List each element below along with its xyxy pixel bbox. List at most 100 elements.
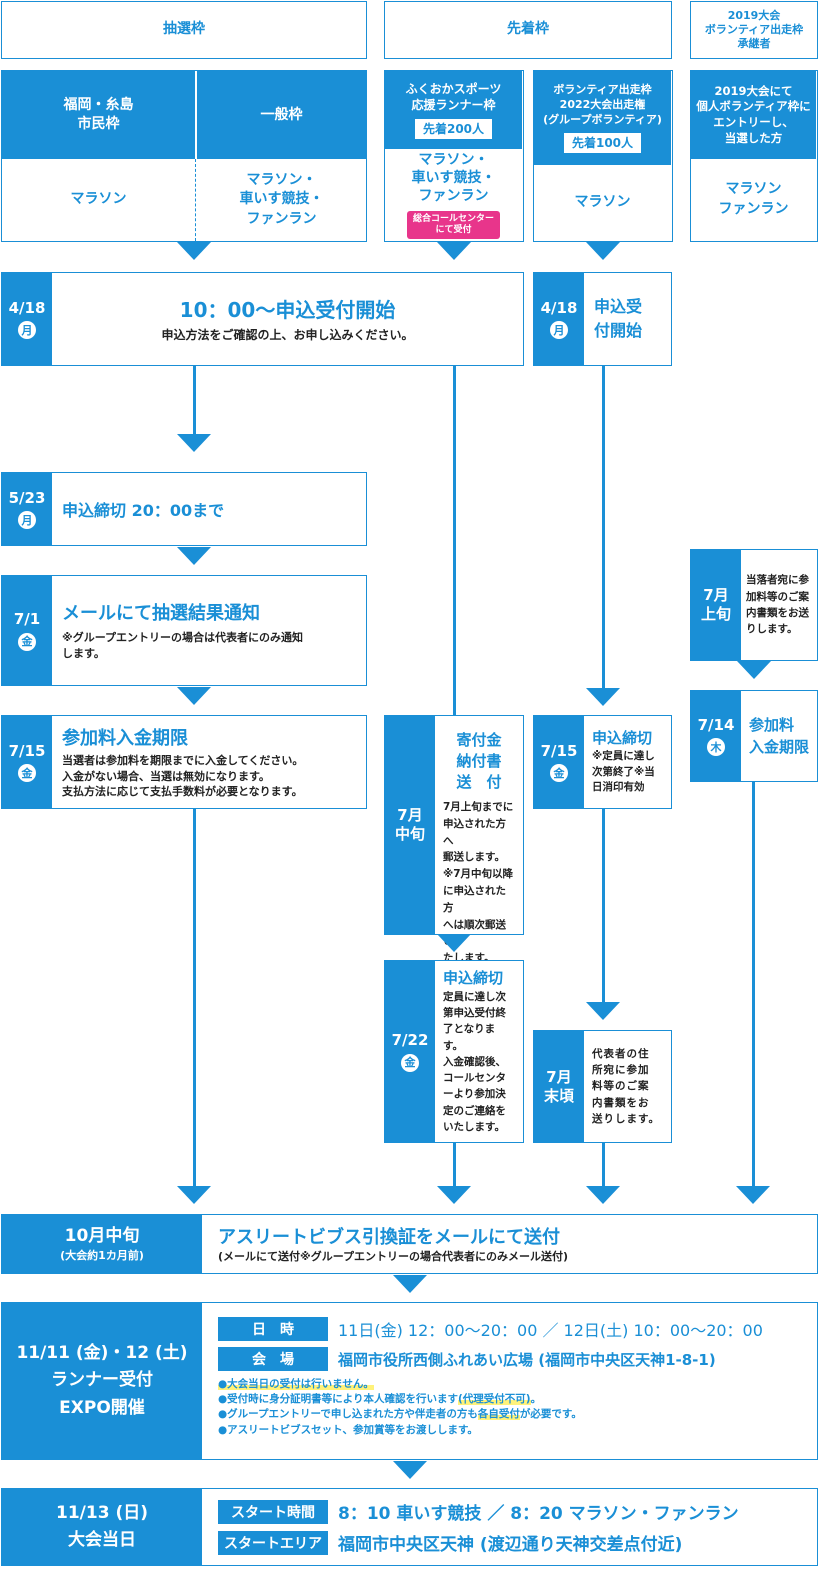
step-date: 4/18 月 — [534, 273, 584, 365]
arrow-down — [177, 434, 211, 452]
category-volunteer-2022: ボランティア出走枠 2022大会出走権 (グループボランティア) 先着100人 — [534, 71, 671, 165]
step-title: 申込受 付開始 — [594, 297, 643, 340]
time-label: 日 時 — [218, 1317, 328, 1341]
category-fukuoka-itoshima: 福岡・糸島 市民枠 — [2, 71, 195, 159]
arrow-down — [586, 688, 620, 706]
time-value: 11日(金) 12：00～20：00 ／ 12日(土) 10：00～20：00 — [338, 1321, 763, 1340]
bullet-highlight: 各自受付 — [477, 1408, 520, 1421]
arrow-down — [437, 242, 471, 260]
expo-bullet: ●受付時に身分証明書等により本人確認を行います(代理受付不可)。 — [218, 1392, 801, 1407]
arrow-down — [177, 1186, 211, 1204]
connector-line — [453, 1143, 456, 1186]
fukuoka-sports-body: マラソン・ 車いす競技・ ファンラン 総合コールセンター にて受付 — [385, 149, 522, 241]
step-body: 申込受 付開始 — [584, 273, 671, 365]
connector-line — [602, 1143, 605, 1186]
step-date: 11/11 (金)・12 (土) ランナー受付 EXPO開催 — [2, 1303, 202, 1459]
arrow-down — [393, 1461, 427, 1479]
step-application-start-volunteer: 4/18 月 申込受 付開始 — [533, 272, 672, 366]
expo-time-row: 日 時 11日(金) 12：00～20：00 ／ 12日(土) 10：00～20… — [218, 1317, 801, 1341]
step-title: 申込締切 — [592, 728, 653, 747]
step-note: (メールにて送付※グループエントリーの場合代表者にのみメール送付) — [218, 1250, 569, 1264]
step-note: 当落者宛に参 加料等のご案 内書類をお送 りします。 — [746, 574, 809, 636]
step-body: 申込締切 ※定員に達し 次第終了※当 日消印有効 — [584, 716, 671, 808]
step-title: メールにて抽選結果通知 — [62, 603, 260, 625]
events-volunteer-2022: マラソン — [574, 194, 631, 211]
step-body: 参加料入金期限 当選者は参加料を期限までに入金してください。 入金がない場合、当… — [52, 716, 366, 808]
date-sub: (大会約1カ月前) — [60, 1248, 144, 1262]
step-lottery-result: 7/1 金 メールにて抽選結果通知 ※グループエントリーの場合は代表者にのみ通知… — [1, 575, 367, 686]
arrow-down — [177, 547, 211, 565]
step-body: 参加料 入金期限 — [741, 691, 817, 781]
category-volunteer-2019: 2019大会にて 個人ボランティア枠に エントリーし、 当選した方 — [691, 71, 816, 159]
start-time-value: 8：10 車いす競技 ／ 8：20 マラソン・ファンラン — [338, 1504, 739, 1524]
step-representative-documents: 7月 末頃 代表者の住 所宛に参加 料等のご案 内書類をお 送りします。 — [533, 1030, 672, 1143]
arrow-down — [393, 1275, 427, 1293]
call-center-note: 総合コールセンター にて受付 — [406, 210, 500, 240]
events-fukuoka-sports: マラソン・ 車いす競技・ ファンラン — [411, 151, 496, 205]
header-first-come: 先着枠 — [384, 1, 672, 59]
weekday-badge: 月 — [550, 321, 568, 340]
category-divider-dashed — [195, 159, 196, 241]
lottery-categories: 福岡・糸島 市民枠 一般枠 マラソン マラソン・ 車いす競技・ ファンラン — [1, 70, 367, 242]
step-body: 10：00～申込受付開始 申込方法をご確認の上、お申し込みください。 — [52, 273, 523, 365]
step-donation-form: 7月 中旬 寄付金 納付書 送 付 7月上旬までに 申込された方へ 郵送します。… — [384, 715, 524, 964]
weekday-badge: 金 — [18, 764, 36, 783]
step-note: 当選者は参加料を期限までに入金してください。 入金がない場合、当選は無効になりま… — [62, 754, 304, 799]
step-date: 11/13 (日) 大会当日 — [2, 1489, 202, 1565]
category-general: 一般枠 — [197, 71, 366, 159]
date-text: 5/23 — [8, 488, 46, 507]
step-application-deadline: 5/23 月 申込締切 20：00まで — [1, 472, 367, 546]
events-general: マラソン・ 車いす競技・ ファンラン — [239, 171, 324, 227]
weekday-badge: 月 — [18, 321, 36, 340]
step-date: 7/14 木 — [691, 691, 741, 781]
step-date: 7月 末頃 — [534, 1031, 584, 1142]
date-text: 10月中旬 — [64, 1225, 140, 1246]
step-note: 代表者の住 所宛に参加 料等のご案 内書類をお 送りします。 — [592, 1047, 660, 1125]
bullet-text: ●受付時に身分証明書等により本人確認を行います — [218, 1393, 458, 1406]
step-date: 7/22 金 — [385, 961, 435, 1142]
expo-bullet: ●グループエントリーで申し込まれた方や伴走者の方も各自受付が必要です。 — [218, 1407, 801, 1422]
step-body: 申込締切 20：00まで — [52, 473, 366, 545]
bullet-text: ●大会当日の受付は行いません。 — [218, 1378, 374, 1390]
arrow-down — [177, 687, 211, 705]
step-application-start: 4/18 月 10：00～申込受付開始 申込方法をご確認の上、お申し込みください… — [1, 272, 524, 366]
step-body: 申込締切 定員に達し次 第申込受付終 了となります。 入金確認後、 コールセンタ… — [435, 961, 523, 1142]
step-expo: 11/11 (金)・12 (土) ランナー受付 EXPO開催 日 時 11日(金… — [1, 1302, 818, 1460]
date-text: 7/14 — [697, 715, 735, 734]
date-text: 4/18 — [540, 298, 578, 317]
step-notice-documents: 7月 上旬 当落者宛に参 加料等のご案 内書類をお送 りします。 — [690, 549, 818, 661]
step-date: 4/18 月 — [2, 273, 52, 365]
venue-label: 会 場 — [218, 1347, 328, 1371]
start-area-row: スタートエリア 福岡市中央区天神 (渡辺通り天神交差点付近) — [218, 1530, 801, 1555]
arrow-down — [586, 1002, 620, 1020]
start-time-label: スタート時間 — [218, 1499, 328, 1524]
step-title: アスリートビブス引換証をメールにて送付 — [218, 1227, 560, 1249]
step-payment-deadline: 7/15 金 参加料入金期限 当選者は参加料を期限までに入金してください。 入金… — [1, 715, 367, 809]
step-note: 定員に達し次 第申込受付終 了となります。 入金確認後、 コールセンタ ーより参… — [443, 990, 506, 1133]
step-fukuoka-sports-deadline: 7/22 金 申込締切 定員に達し次 第申込受付終 了となります。 入金確認後、… — [384, 960, 524, 1143]
events-fukuoka-itoshima: マラソン — [70, 191, 127, 208]
date-text: 7/22 — [391, 1031, 429, 1050]
step-title: 申込締切 20：00まで — [62, 501, 225, 520]
step-volunteer-deadline: 7/15 金 申込締切 ※定員に達し 次第終了※当 日消印有効 — [533, 715, 672, 809]
weekday-badge: 金 — [18, 632, 36, 651]
weekday-badge: 月 — [18, 511, 36, 530]
start-time-row: スタート時間 8：10 車いす競技 ／ 8：20 マラソン・ファンラン — [218, 1499, 801, 1524]
arrow-down — [437, 934, 471, 952]
expo-venue-row: 会 場 福岡市役所西側ふれあい広場 (福岡市中央区天神1-8-1) — [218, 1347, 801, 1371]
step-volunteer-payment-deadline: 7/14 木 参加料 入金期限 — [690, 690, 818, 782]
step-note: ※定員に達し 次第終了※当 日消印有効 — [592, 749, 655, 794]
connector-line — [602, 366, 605, 688]
step-title: 寄付金 納付書 送 付 — [456, 731, 502, 791]
bullet-text: ●グループエントリーで申し込まれた方や伴走者の方も — [218, 1408, 478, 1421]
step-date: 7/15 金 — [534, 716, 584, 808]
step-date: 10月中旬 (大会約1カ月前) — [2, 1215, 202, 1273]
step-body: 日 時 11日(金) 12：00～20：00 ／ 12日(土) 10：00～20… — [202, 1303, 817, 1459]
bullet-text: 。 — [530, 1393, 542, 1406]
category-fukuoka-sports-title: ふくおかスポーツ 応援ランナー枠 — [405, 82, 502, 113]
step-body: アスリートビブス引換証をメールにて送付 (メールにて送付※グループエントリーの場… — [202, 1215, 817, 1273]
arrow-down — [737, 661, 771, 679]
header-volunteer-2019: 2019大会 ボランティア出走枠 承継者 — [690, 1, 818, 59]
bullet-text: が必要です。 — [519, 1408, 582, 1421]
expo-bullet: ●大会当日の受付は行いません。 — [218, 1377, 801, 1392]
